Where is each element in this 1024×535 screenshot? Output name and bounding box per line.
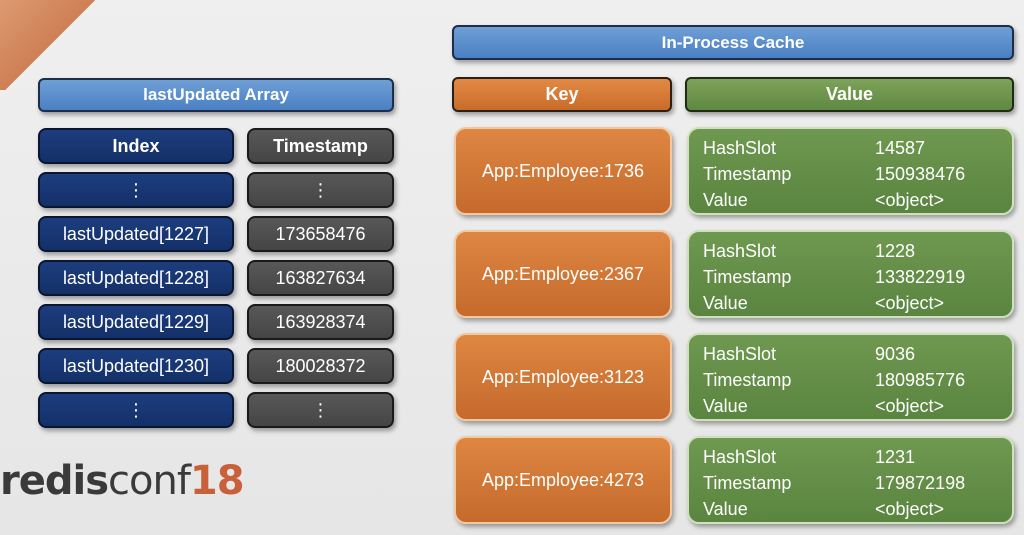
cache-value: HashSlot 1231 Timestamp 179872198 Value <ob…: [687, 436, 1014, 524]
hashslot-value: 1228: [875, 240, 916, 261]
hashslot-label: HashSlot: [703, 137, 777, 158]
logo-conf: conf: [108, 458, 191, 504]
object-value: <object>: [875, 189, 945, 210]
key-column-header: Key: [452, 77, 672, 112]
timestamp-ellipsis-bottom: ⋮: [247, 392, 394, 428]
cache-value: HashSlot 1228 Timestamp 133822919 Value <ob…: [687, 230, 1014, 318]
timestamp-label: Timestamp: [703, 266, 792, 287]
index-cell: lastUpdated[1230]: [38, 348, 234, 384]
value-label: Value: [703, 292, 748, 313]
object-value: <object>: [875, 395, 945, 416]
object-value: <object>: [875, 292, 945, 313]
index-cell: lastUpdated[1229]: [38, 304, 234, 340]
index-column-header: Index: [38, 128, 234, 164]
value-label: Value: [703, 395, 748, 416]
index-cell: lastUpdated[1227]: [38, 216, 234, 252]
timestamp-value: 180985776: [875, 369, 966, 390]
last-updated-array-title: lastUpdated Array: [38, 78, 394, 112]
cache-key: App:Employee:4273: [454, 436, 672, 524]
timestamp-value: 150938476: [875, 163, 966, 184]
index-ellipsis-bottom: ⋮: [38, 392, 234, 428]
timestamp-label: Timestamp: [703, 472, 792, 493]
timestamp-cell: 163928374: [247, 304, 394, 340]
timestamp-value: 133822919: [875, 266, 966, 287]
cache-key: App:Employee:3123: [454, 333, 672, 421]
index-ellipsis-top: ⋮: [38, 172, 234, 208]
value-label: Value: [703, 189, 748, 210]
corner-decoration: [0, 0, 100, 90]
value-column-header: Value: [685, 77, 1014, 112]
object-value: <object>: [875, 498, 945, 519]
cache-value: HashSlot 9036 Timestamp 180985776 Value <ob…: [687, 333, 1014, 421]
hashslot-value: 1231: [875, 446, 916, 467]
index-cell: lastUpdated[1228]: [38, 260, 234, 296]
cache-value: HashSlot 14587 Timestamp 150938476 Value <o…: [687, 127, 1014, 215]
hashslot-value: 9036: [875, 343, 916, 364]
value-label: Value: [703, 498, 748, 519]
cache-key: App:Employee:2367: [454, 230, 672, 318]
hashslot-label: HashSlot: [703, 240, 777, 261]
logo-redis: redis: [0, 458, 109, 504]
logo-year: 18: [189, 458, 245, 504]
timestamp-ellipsis-top: ⋮: [247, 172, 394, 208]
timestamp-value: 179872198: [875, 472, 966, 493]
hashslot-label: HashSlot: [703, 446, 777, 467]
timestamp-cell: 173658476: [247, 216, 394, 252]
cache-key: App:Employee:1736: [454, 127, 672, 215]
in-process-cache-title: In-Process Cache: [452, 25, 1014, 60]
timestamp-label: Timestamp: [703, 163, 792, 184]
timestamp-cell: 180028372: [247, 348, 394, 384]
timestamp-label: Timestamp: [703, 369, 792, 390]
timestamp-cell: 163827634: [247, 260, 394, 296]
hashslot-label: HashSlot: [703, 343, 777, 364]
hashslot-value: 14587: [875, 137, 926, 158]
redisconf-logo: redisconf18: [0, 458, 245, 508]
timestamp-column-header: Timestamp: [247, 128, 394, 164]
